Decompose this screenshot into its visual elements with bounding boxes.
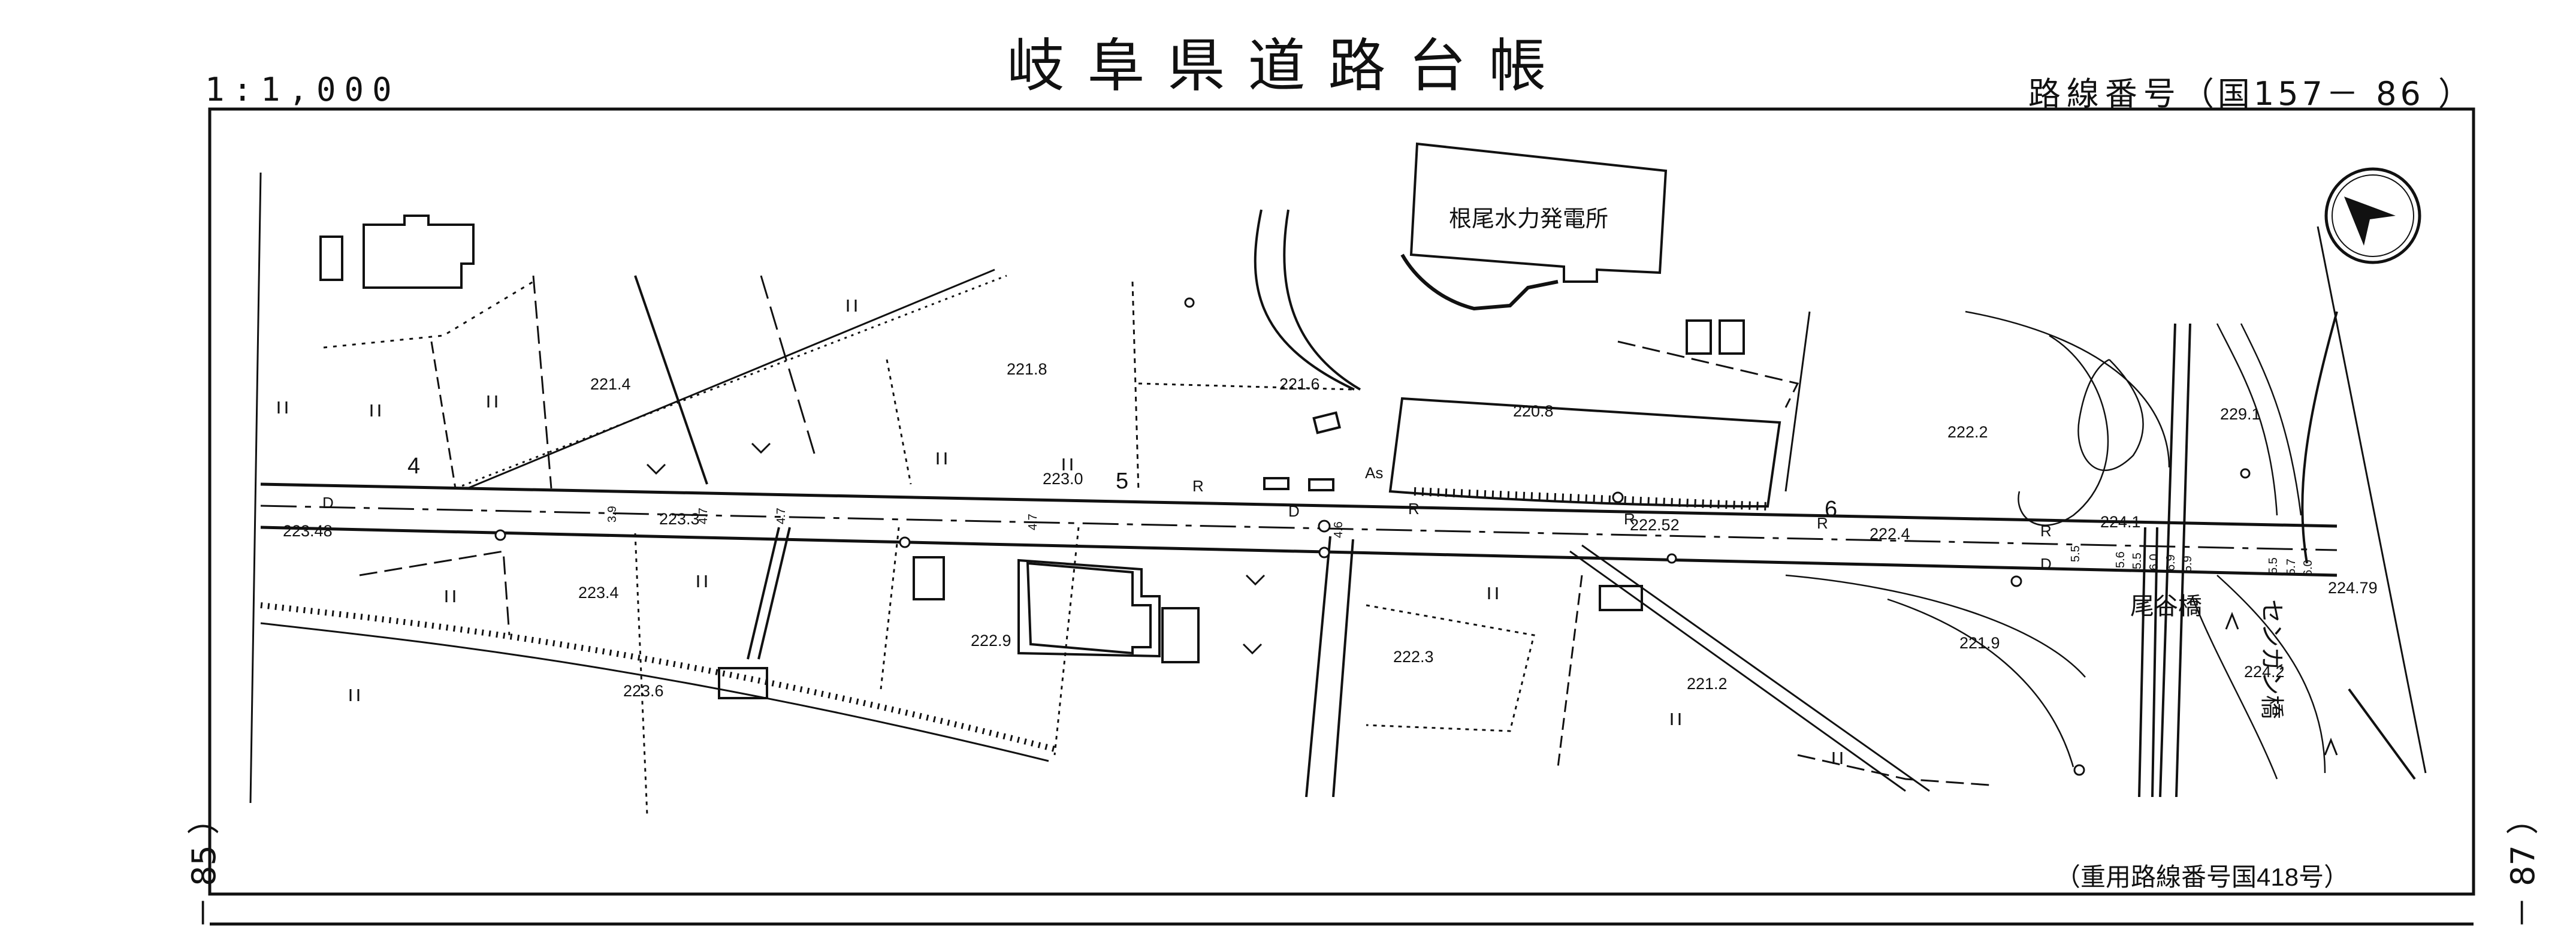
station-numbers: 4 5 6 [407, 454, 1837, 522]
svg-text:221.4: 221.4 [590, 375, 631, 393]
north-arrow-icon [2324, 167, 2421, 264]
svg-text:4.7: 4.7 [775, 508, 788, 524]
svg-text:221.6: 221.6 [1279, 375, 1320, 393]
svg-text:5.7: 5.7 [2285, 558, 2298, 575]
svg-text:223.0: 223.0 [1043, 470, 1083, 488]
svg-text:223.6: 223.6 [623, 682, 664, 700]
svg-text:224.1: 224.1 [2100, 513, 2141, 531]
bridge-label-sengan: センガン橋 [2258, 599, 2285, 719]
facility-label: 根尾水力発電所 [1449, 207, 1608, 232]
route-number-code: （国157－ 86 ） [2181, 75, 2474, 113]
svg-text:224.2: 224.2 [2244, 663, 2285, 681]
svg-text:D: D [2040, 555, 2052, 573]
svg-text:4.7: 4.7 [697, 508, 710, 524]
map-scale: 1:1,000 [205, 71, 400, 108]
parcel-boundaries [323, 275, 1990, 816]
svg-text:3.9: 3.9 [606, 506, 619, 523]
svg-text:5.6: 5.6 [2114, 551, 2127, 568]
svg-text:222.9: 222.9 [971, 632, 1011, 650]
svg-text:221.9: 221.9 [1959, 634, 2000, 652]
duplicate-route-note: （重用路線番号国418号） [2055, 863, 2349, 891]
svg-text:224.79: 224.79 [2328, 579, 2378, 597]
svg-text:5.9: 5.9 [2181, 555, 2194, 572]
elevation-labels: 221.4 221.8 221.6 220.8 222.2 229.1 223.… [283, 360, 2378, 700]
right-boundary [2317, 226, 2427, 774]
bridge-label-oya: 尾谷橋 [2130, 593, 2202, 620]
adjacent-sheet-left: － 85 ） [185, 802, 224, 929]
svg-text:222.52: 222.52 [1630, 516, 1680, 534]
side-roads [634, 209, 2191, 798]
svg-text:5.5: 5.5 [2267, 557, 2280, 574]
svg-text:223.48: 223.48 [283, 522, 333, 540]
route-number: 路線番号（国157－ 86 ） [2028, 67, 2474, 114]
svg-text:222.4: 222.4 [1870, 525, 1910, 543]
svg-text:221.8: 221.8 [1007, 360, 1047, 378]
main-road [260, 482, 2338, 577]
svg-text:6: 6 [1825, 497, 1837, 522]
contour-lines [1785, 310, 2326, 780]
svg-text:R: R [1192, 477, 1204, 495]
svg-text:5: 5 [1116, 469, 1128, 494]
svg-text:5.5: 5.5 [2131, 552, 2144, 569]
width-marks: 3.9 4.7 4.7 4.7 4.6 5.5 5.6 5.5 6.0 6.9 … [606, 506, 2315, 576]
svg-text:R: R [1408, 500, 1420, 518]
svg-text:222.3: 222.3 [1393, 648, 1434, 666]
left-boundary [249, 172, 262, 804]
svg-text:4.7: 4.7 [1026, 514, 1040, 530]
adjacent-sheet-right: － 87 ） [2504, 802, 2542, 929]
svg-text:223.3: 223.3 [659, 510, 700, 528]
page-title: 岐阜県道路台帳 [1007, 32, 1569, 99]
svg-text:4.6: 4.6 [1332, 521, 1345, 538]
buildings [319, 142, 1745, 699]
svg-text:R: R [2040, 522, 2052, 540]
svg-text:D: D [322, 494, 334, 512]
svg-text:6.0: 6.0 [2302, 560, 2315, 576]
route-number-label: 路線番号 [2028, 75, 2182, 113]
svg-text:220.8: 220.8 [1513, 402, 1554, 420]
svg-text:5.5: 5.5 [2069, 545, 2082, 562]
svg-text:229.1: 229.1 [2220, 405, 2261, 423]
svg-text:222.2: 222.2 [1947, 423, 1988, 441]
land-use-symbols [277, 300, 2338, 764]
svg-text:D: D [1288, 502, 1300, 520]
svg-text:4: 4 [407, 454, 420, 479]
road-marks: D D D R R R R R As [322, 464, 2052, 573]
hatched-banks [260, 268, 2416, 792]
svg-text:6.9: 6.9 [2164, 554, 2178, 571]
svg-text:6.0: 6.0 [2148, 554, 2161, 570]
survey-points [494, 297, 2251, 776]
svg-text:R: R [1624, 510, 1635, 528]
svg-text:221.2: 221.2 [1687, 675, 1728, 693]
map-frame [208, 107, 2475, 896]
svg-text:223.4: 223.4 [578, 584, 619, 602]
svg-text:As: As [1365, 464, 1383, 482]
svg-text:R: R [1817, 514, 1828, 532]
